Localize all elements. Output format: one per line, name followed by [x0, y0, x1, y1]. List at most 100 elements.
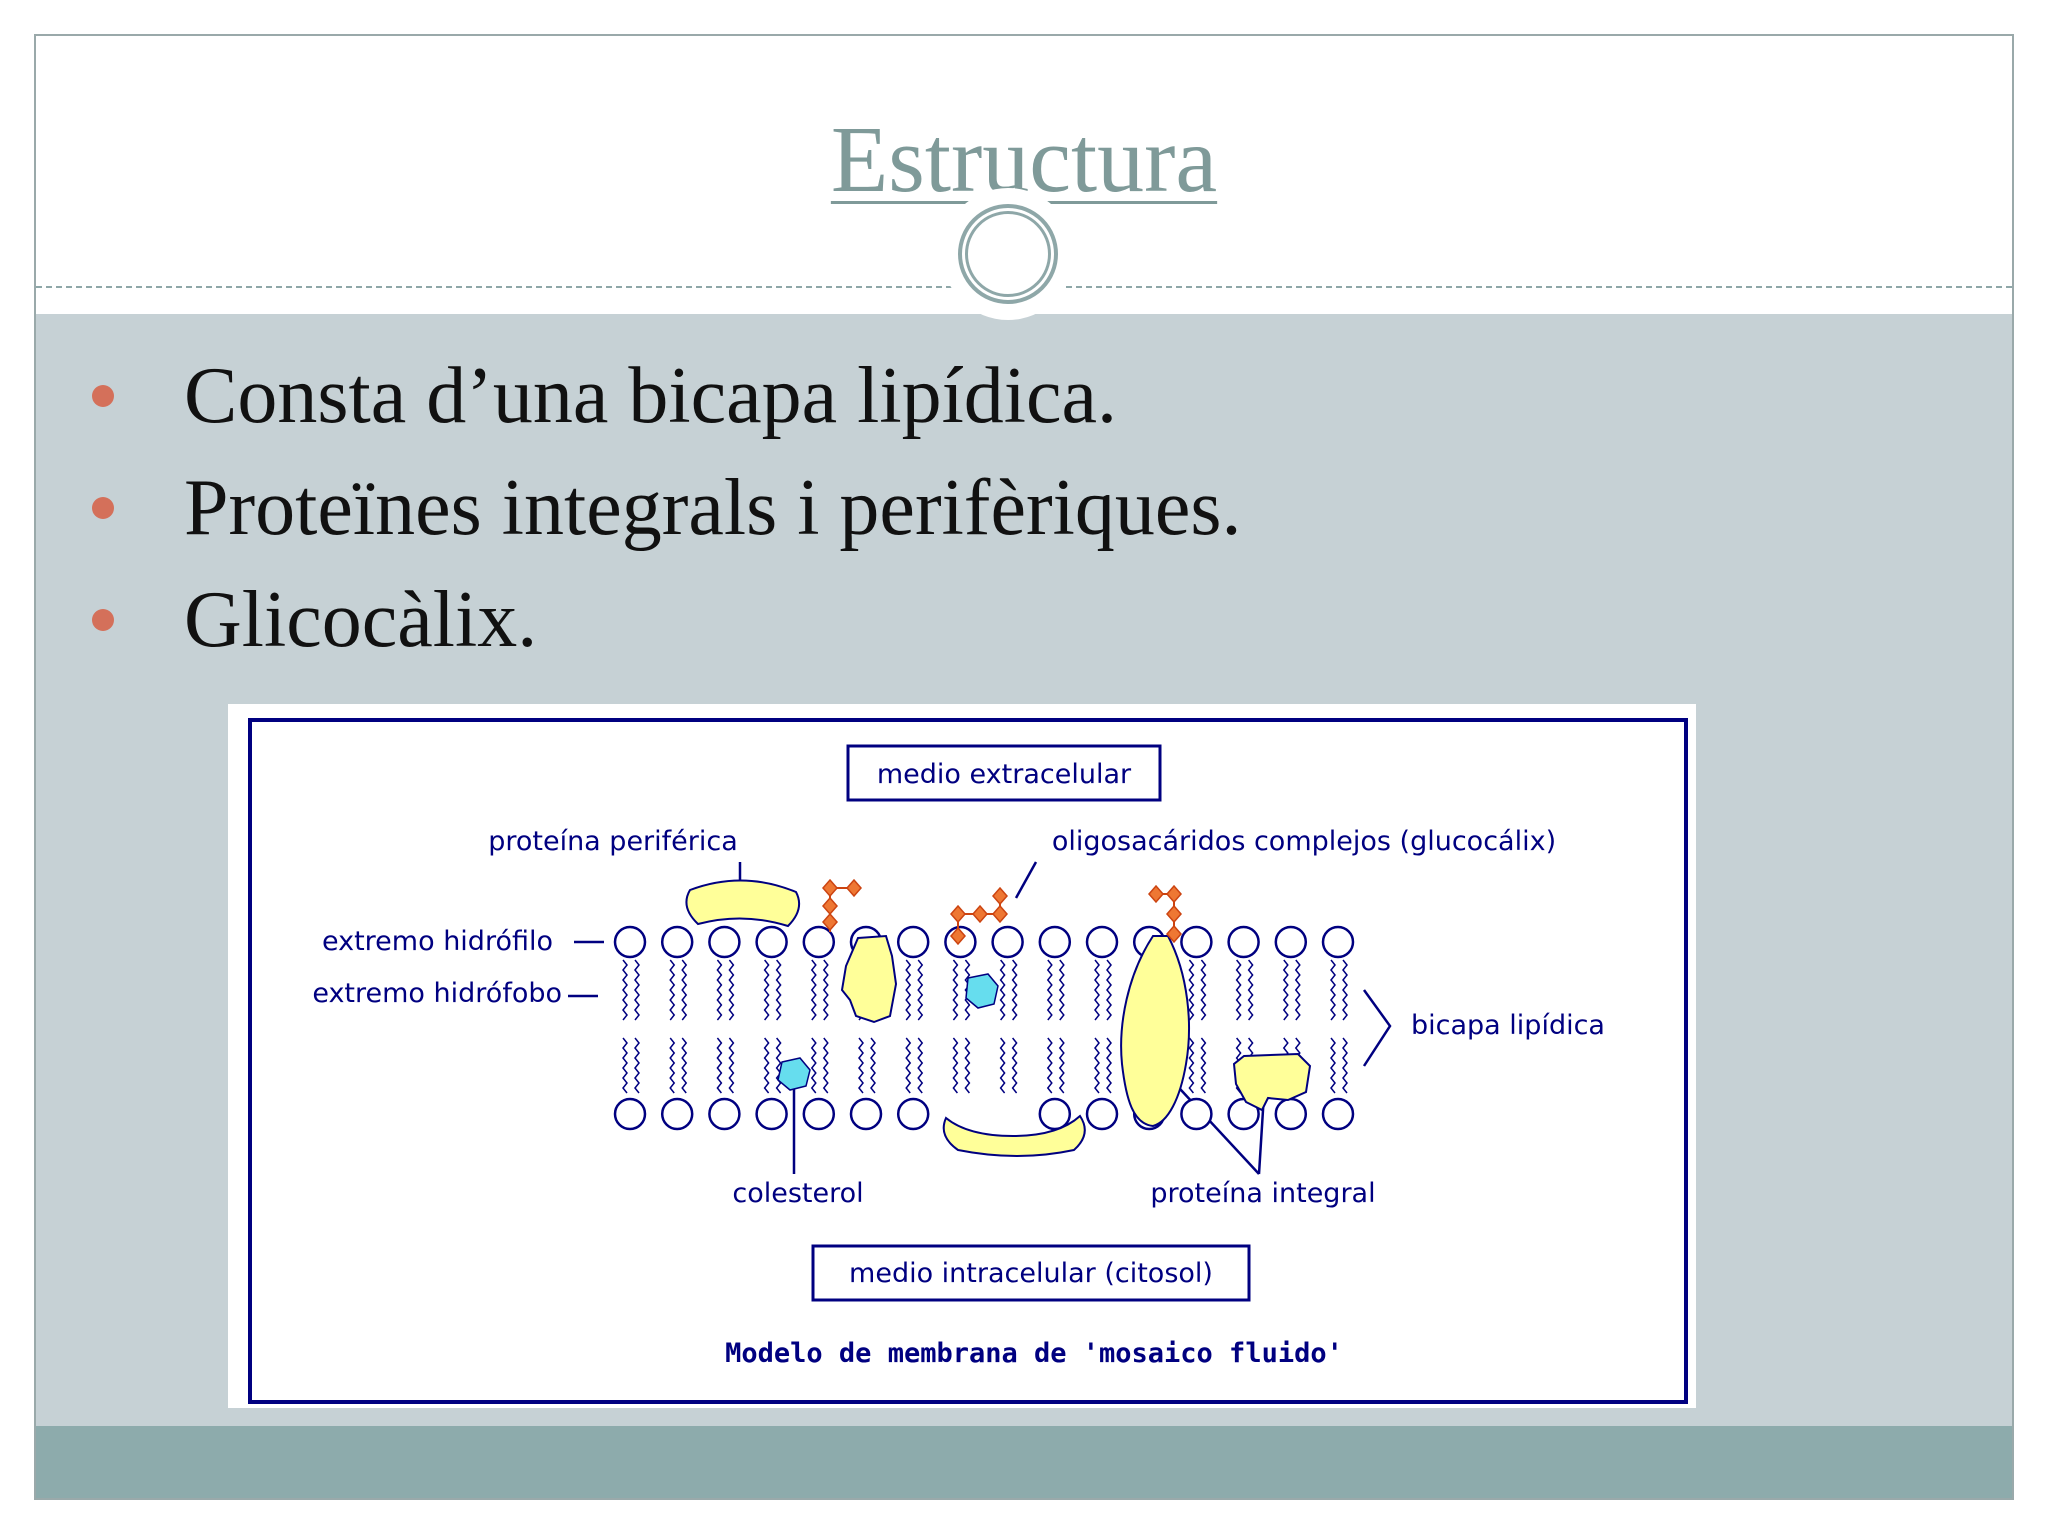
- lipid-tail: [1058, 1037, 1065, 1094]
- integral-protein-small: [840, 934, 898, 1024]
- integral-protein-transmembrane: [1120, 935, 1190, 1128]
- peripheral-protein-label: proteína periférica: [488, 826, 738, 857]
- cholesterol-molecule: [965, 973, 999, 1009]
- lipid-tail: [917, 1037, 924, 1094]
- lipid-tail: [669, 959, 676, 1021]
- lipid-tail: [1342, 1037, 1348, 1094]
- bullet-item: Proteïnes integrals i perifèriques.: [92, 452, 1241, 564]
- bullet-item: Glicocàlix.: [92, 564, 1241, 676]
- footer-bar: [36, 1426, 2012, 1498]
- lipid-tail: [917, 959, 924, 1021]
- lipid-head: [1321, 1097, 1355, 1131]
- cholesterol-molecule: [777, 1057, 811, 1091]
- lipid-tail: [1235, 959, 1242, 1021]
- bullet-dot-icon: [92, 609, 114, 631]
- hydrophobic-label: extremo hidrófobo: [312, 978, 562, 1009]
- lipid-tail: [1011, 1037, 1018, 1094]
- lipid-tail: [905, 1037, 912, 1094]
- lipid-tail: [964, 959, 971, 1021]
- lipid-head: [1038, 925, 1072, 959]
- bilayer-label: bicapa lipídica: [1411, 1010, 1605, 1041]
- lipid-head: [708, 925, 741, 959]
- peripheral-protein-bottom: [942, 1114, 1086, 1157]
- lipid-tail: [1330, 959, 1336, 1021]
- lipid-tail: [775, 959, 782, 1021]
- bullet-item: Consta d’una bicapa lipídica.: [92, 340, 1241, 452]
- lipid-tail: [1106, 1037, 1112, 1094]
- lipid-head: [849, 1097, 883, 1131]
- oligosaccharide-chain: [822, 878, 862, 932]
- lipid-tail: [622, 1037, 628, 1094]
- membrane-diagram: medio extracelular medio intracelular (c…: [228, 704, 1696, 1408]
- lipid-tail: [870, 1037, 876, 1094]
- lipid-head: [708, 1097, 741, 1131]
- lipid-tail: [964, 1037, 971, 1094]
- bullet-text: Consta d’una bicapa lipídica.: [184, 352, 1118, 440]
- lipid-tail: [728, 959, 735, 1021]
- intracellular-box: [811, 1244, 1251, 1302]
- lipid-tail: [822, 959, 829, 1021]
- lipid-tail: [1282, 959, 1289, 1021]
- lipid-tail: [775, 1037, 782, 1094]
- lipid-tail: [952, 1037, 959, 1094]
- integral-protein-label: proteína integral: [1150, 1178, 1375, 1209]
- lipid-tail: [1188, 1037, 1195, 1094]
- lipid-tail: [681, 959, 688, 1021]
- hydrophilic-label: extremo hidrófilo: [322, 926, 553, 957]
- lipid-tail: [728, 1037, 735, 1094]
- oligosaccharide-chain: [950, 886, 1008, 946]
- lipid-tail: [669, 1037, 676, 1094]
- lipid-tail: [681, 1037, 688, 1094]
- lipid-tail: [999, 1037, 1006, 1094]
- lipid-tail: [1058, 959, 1065, 1021]
- lipid-tail: [1247, 959, 1254, 1021]
- cholesterol-label: colesterol: [732, 1178, 863, 1209]
- bullet-dot-icon: [92, 385, 114, 407]
- lipid-tail: [1094, 1037, 1100, 1094]
- lipid-head: [660, 925, 694, 959]
- lipid-tail: [1200, 1037, 1207, 1094]
- lipid-tail: [1342, 959, 1348, 1021]
- lipid-head: [1085, 925, 1119, 959]
- lipid-tail: [622, 959, 628, 1021]
- lipid-tail: [763, 959, 770, 1021]
- lipid-tail: [905, 959, 912, 1021]
- lipid-head: [755, 925, 788, 959]
- lipid-head: [1274, 1097, 1308, 1131]
- lipid-tail: [1011, 959, 1018, 1021]
- bullet-text: Glicocàlix.: [184, 576, 538, 664]
- lipid-tail: [634, 1037, 640, 1094]
- circle-ornament-icon: [942, 188, 1074, 320]
- peripheral-protein-top: [685, 879, 801, 928]
- lipid-tail: [810, 1037, 817, 1094]
- intracellular-label: medio intracelular (citosol): [849, 1258, 1213, 1289]
- lipid-tail: [810, 959, 817, 1021]
- lipid-tail: [634, 959, 640, 1021]
- lipid-head: [755, 1097, 788, 1131]
- lipid-tail: [1200, 959, 1207, 1021]
- lipid-tail: [763, 1037, 770, 1094]
- lipid-head: [802, 925, 836, 959]
- lipid-head: [896, 925, 930, 959]
- lipid-head: [802, 1097, 836, 1131]
- lipid-tail: [822, 1037, 829, 1094]
- lipid-head: [991, 925, 1024, 959]
- lipid-tail: [999, 959, 1006, 1021]
- lipid-tail: [716, 1037, 723, 1094]
- lipid-head: [1321, 925, 1355, 959]
- oligosaccharide-chain: [1148, 884, 1182, 944]
- lipid-head: [1274, 925, 1308, 959]
- lipid-head: [613, 1097, 647, 1131]
- membrane-diagram-svg: medio extracelular medio intracelular (c…: [248, 718, 1688, 1404]
- lipid-head: [1085, 1097, 1119, 1131]
- bullet-text: Proteïnes integrals i perifèriques.: [184, 464, 1242, 552]
- lipid-tail: [1046, 959, 1053, 1021]
- integral-protein-lower: [1232, 1052, 1312, 1112]
- lipid-tail: [716, 959, 723, 1021]
- extracellular-label: medio extracelular: [877, 759, 1132, 790]
- lipid-head: [660, 1097, 694, 1131]
- oligosaccharides-label: oligosacáridos complejos (glucocálix): [1052, 826, 1556, 857]
- lipid-head: [896, 1097, 930, 1131]
- lipid-tail: [1046, 1037, 1053, 1094]
- lipid-head: [613, 925, 647, 959]
